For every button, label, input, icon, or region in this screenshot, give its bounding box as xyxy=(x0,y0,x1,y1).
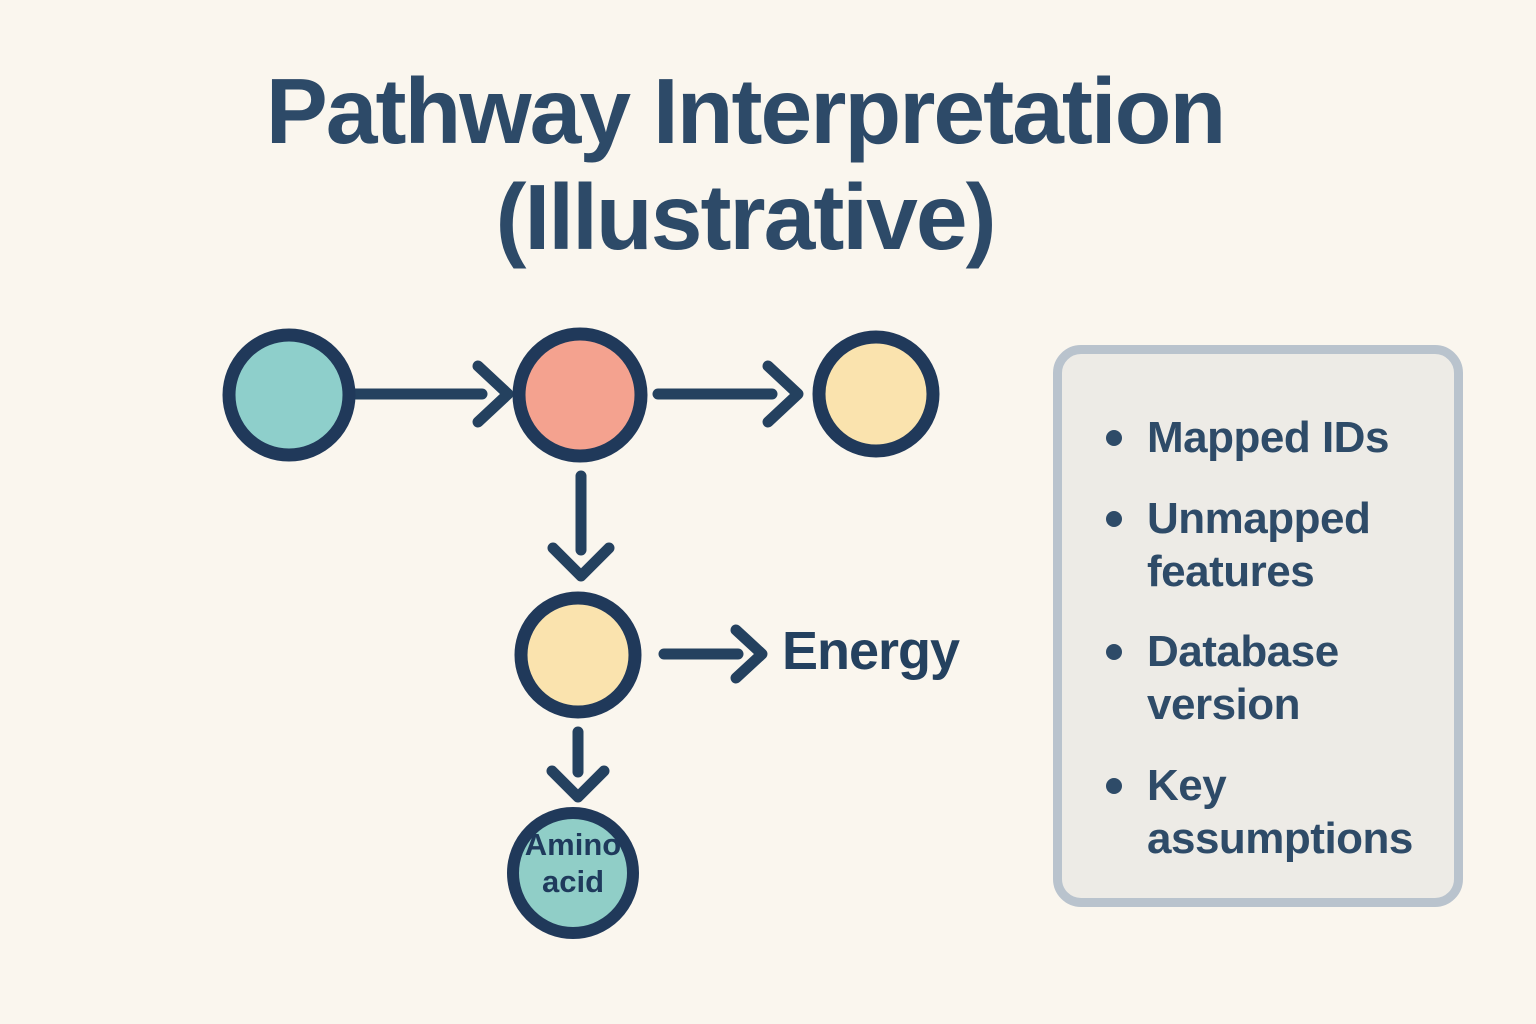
diagram-arrows xyxy=(346,360,804,803)
list-item-label: Database version xyxy=(1147,627,1339,730)
bullet-icon xyxy=(1106,777,1122,794)
energy-label: Energy xyxy=(782,621,960,681)
list-item: Mapped IDs xyxy=(1106,412,1428,465)
arrow-yellow-to-amino xyxy=(546,726,610,803)
arrow-teal-to-coral xyxy=(346,360,514,428)
node-coral xyxy=(512,327,648,463)
amino-acid-label: Amino acid xyxy=(524,827,622,900)
list-item-label: Mapped IDs xyxy=(1147,413,1389,462)
node-yellow-right xyxy=(812,330,940,458)
node-teal xyxy=(222,328,356,462)
bullet-icon xyxy=(1106,430,1122,446)
bullet-icon xyxy=(1106,510,1122,527)
list-item: Database version xyxy=(1106,626,1428,732)
caveats-list: Mapped IDs Unmapped features Database ve… xyxy=(1062,354,1454,866)
caveats-panel: Mapped IDs Unmapped features Database ve… xyxy=(1053,345,1463,907)
bullet-icon xyxy=(1106,644,1122,661)
list-item: Unmapped features xyxy=(1106,493,1428,599)
arrow-coral-to-yellow xyxy=(652,360,804,428)
page-title: Pathway Interpretation (Illustrative) xyxy=(0,58,1490,270)
node-yellow-mid xyxy=(514,591,642,719)
list-item-label: Key assumptions xyxy=(1147,760,1413,863)
list-item-label: Unmapped features xyxy=(1147,493,1371,596)
arrow-yellow-to-energy xyxy=(658,624,768,684)
page-title-line1: Pathway Interpretation xyxy=(265,59,1227,163)
page-title-line2: (Illustrative) xyxy=(495,165,996,270)
node-amino-acid xyxy=(507,807,639,939)
list-item: Key assumptions xyxy=(1106,760,1428,866)
diagram-nodes xyxy=(222,327,940,939)
arrow-coral-down xyxy=(547,470,615,582)
